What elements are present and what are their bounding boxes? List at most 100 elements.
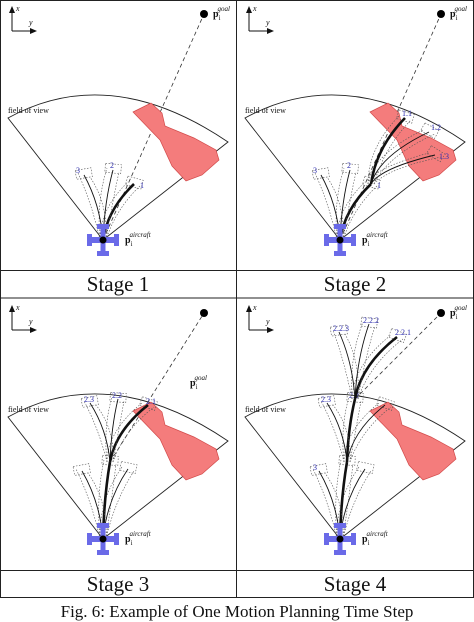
stage4-subfan-tube-left-2 bbox=[320, 400, 345, 463]
stage4-subsubfan-label-0: 2.2.1 bbox=[395, 328, 411, 337]
stage4-subsubfan-trajectory-2 bbox=[338, 331, 356, 400]
aircraft-position-point bbox=[336, 535, 344, 543]
stage2-subfan-trajectory-0 bbox=[370, 154, 436, 185]
stage2-fan-trajectory-2 bbox=[320, 174, 341, 241]
aircraft-position-label: piaircraft bbox=[125, 231, 152, 248]
stage4-fan-tube-right-0 bbox=[342, 470, 372, 540]
stage3-subfan-tube-cap-1 bbox=[109, 392, 127, 403]
stage4-subfan-label-2: 2.3 bbox=[321, 395, 331, 404]
stage4-subfan-trajectory-2 bbox=[326, 402, 348, 463]
goal-direction-line bbox=[354, 312, 442, 400]
axis-y-label: y bbox=[265, 317, 270, 326]
stage1-fan-tube-left-0 bbox=[99, 181, 129, 241]
stage3-subfan-trajectory-1 bbox=[109, 398, 119, 463]
goal-position-label: pigoal bbox=[213, 5, 230, 22]
axis-y-label: y bbox=[265, 18, 270, 27]
stage2-fan-tube-right-1 bbox=[342, 171, 357, 241]
stage2-subfan-tube-right-2 bbox=[373, 119, 412, 185]
stage4-fan-tube-cap-0 bbox=[356, 461, 375, 475]
stage4-fan-tube-cap-2 bbox=[309, 463, 328, 476]
stage3-subfan-label-1: 2.2 bbox=[112, 391, 122, 400]
stage2-subfan-label-2: 1.1 bbox=[402, 109, 412, 118]
aircraft-rotor-right bbox=[351, 533, 356, 545]
aircraft-rotor-top bbox=[97, 224, 109, 229]
aircraft-position-point bbox=[99, 535, 107, 543]
stage4-subfan-tube-left-1 bbox=[342, 396, 350, 463]
stage2-fan-tube-left-1 bbox=[335, 167, 345, 241]
aircraft-rotor-left bbox=[324, 234, 329, 246]
aircraft-rotor-left bbox=[324, 533, 329, 545]
stage3-fan-tube-right-0 bbox=[105, 470, 135, 540]
stage2-subfan-tube-left-2 bbox=[367, 115, 400, 185]
stage4-subsubfan-tube-left-0 bbox=[351, 334, 392, 400]
stage4-fan-tube-right-1 bbox=[342, 463, 354, 540]
goal-position-label: pigoal bbox=[450, 304, 467, 321]
stage-label-2: Stage 2 bbox=[324, 272, 386, 296]
stage3-subfan-tube-cap-2 bbox=[80, 395, 99, 408]
stage1-fan-tube-cap-1 bbox=[104, 163, 122, 175]
stage4-fan-tube-left-1 bbox=[335, 459, 342, 540]
stage4-subsubfan-label-2: 2.2.3 bbox=[333, 324, 349, 333]
stage1-fan-label-0: 1 bbox=[140, 181, 144, 190]
goal-direction-line bbox=[339, 13, 442, 241]
aircraft-position-label: piaircraft bbox=[362, 530, 389, 547]
stage4-subsubfan-tube-left-2 bbox=[332, 329, 353, 400]
stage2-subfan-label-1: 1.2 bbox=[431, 123, 441, 132]
stage3-subfan-trajectory-2 bbox=[89, 402, 111, 463]
stage1-fan-tube-cap-0 bbox=[125, 175, 144, 190]
axis-y-arrow bbox=[30, 28, 37, 34]
aircraft-rotor-right bbox=[351, 234, 356, 246]
aircraft-rotor-top bbox=[334, 224, 346, 229]
stage3-fan-tube-left-0 bbox=[99, 466, 123, 540]
aircraft-rotor-bottom bbox=[334, 251, 346, 256]
stage2-subfan-tube-cap-1 bbox=[420, 122, 440, 139]
field-of-view-label: field of view bbox=[245, 106, 286, 115]
stage1-fan-tube-left-1 bbox=[98, 167, 108, 241]
stage4-subfan-tube-right-1 bbox=[349, 400, 362, 463]
field-of-view-sector bbox=[244, 94, 466, 241]
stage3-fan-tube-right-2 bbox=[87, 472, 107, 540]
goal-point bbox=[200, 309, 208, 317]
stage4-subfan-trajectory-1 bbox=[345, 398, 357, 463]
stage2-fan-label-1: 2 bbox=[347, 161, 351, 170]
axis-x-arrow bbox=[9, 6, 15, 13]
stage4-subfan-tube-right-2 bbox=[332, 404, 351, 463]
stage1-fan-label-2: 3 bbox=[76, 166, 80, 175]
axis-y-arrow bbox=[30, 327, 37, 333]
stage1-fan-trajectory-2 bbox=[83, 174, 104, 241]
stage4-subsubfan-tube-cap-0 bbox=[388, 328, 408, 344]
field-of-view-label: field of view bbox=[245, 405, 286, 414]
aircraft-rotor-left bbox=[87, 533, 92, 545]
axis-x-arrow bbox=[246, 6, 252, 13]
stage4-fan-tube-left-2 bbox=[312, 468, 338, 540]
stage3-subfan-trajectory-0 bbox=[108, 403, 149, 463]
stage4-fan-tube-right-2 bbox=[324, 472, 344, 540]
obstacle-region bbox=[369, 102, 457, 182]
stage4-subsubfan-tube-right-2 bbox=[344, 333, 359, 400]
stage1-fan-tube-right-1 bbox=[105, 171, 120, 241]
axis-y-label: y bbox=[28, 18, 33, 27]
stage3-subfan-tube-right-1 bbox=[112, 400, 125, 463]
field-of-view-sector bbox=[7, 393, 229, 540]
field-of-view-label: field of view bbox=[8, 405, 49, 414]
stage2-fan-tube-right-2 bbox=[326, 176, 344, 241]
aircraft-rotor-bottom bbox=[97, 251, 109, 256]
stage3-subfan-tube-cap-0 bbox=[139, 396, 158, 411]
axis-y-arrow bbox=[267, 327, 274, 333]
stage3-fan-tube-cap-2 bbox=[72, 463, 91, 476]
aircraft-position-point bbox=[336, 236, 344, 244]
stage2-subfan-label-0: 1.3 bbox=[439, 152, 449, 161]
aircraft-position-label: piaircraft bbox=[125, 530, 152, 547]
stage3-subfan-tube-right-2 bbox=[95, 404, 114, 463]
axis-x-arrow bbox=[9, 305, 15, 312]
goal-position-label: pigoal bbox=[450, 5, 467, 22]
stage-label-4: Stage 4 bbox=[324, 572, 387, 596]
stage3-subfan-label-2: 2.3 bbox=[84, 395, 94, 404]
stage4-subsubfan-tube-left-1 bbox=[351, 321, 364, 400]
aircraft-rotor-right bbox=[114, 533, 119, 545]
stage3-fan-tube-left-2 bbox=[75, 468, 101, 540]
stage4-subfan-tube-cap-0 bbox=[376, 396, 395, 411]
stage3-subfan-tube-left-2 bbox=[83, 400, 108, 463]
